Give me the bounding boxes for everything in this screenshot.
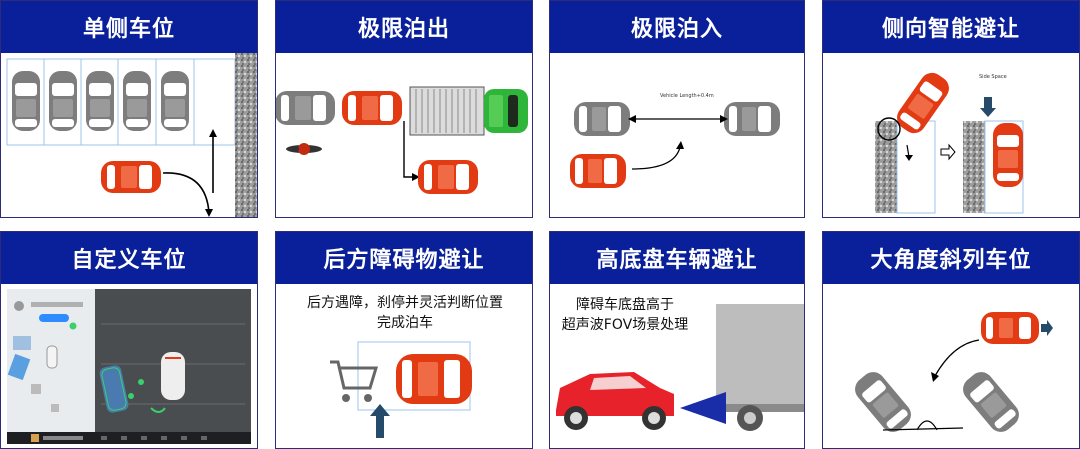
card-illustration: Side Space [823,53,1079,217]
rear-obstacle-diagram [330,341,472,438]
card-illustration [276,53,532,217]
card-illustration: Vehicle Length+0.4m [550,53,804,217]
caption-line-1: 后方遇障，刹停并灵活判断位置 [307,295,503,311]
card-illustration [823,284,1079,448]
card-title: 单侧车位 [1,1,257,53]
card-illustration [1,53,257,217]
single-side-diagram [6,53,257,217]
card-large-angle-oblique-space: 大角度斜列车位 [822,231,1080,449]
caption-line-2: 超声波FOV场景处理 [561,317,689,333]
card-single-side-space: 单侧车位 [0,0,258,218]
card-title: 极限泊入 [550,1,804,53]
high-chassis-diagram [556,304,804,431]
card-custom-space: 自定义车位 [0,231,258,449]
park-out-diagram [276,86,528,194]
side-space-note: Side Space [979,74,1007,80]
card-extreme-park-out: 极限泊出 [275,0,533,218]
length-note: Vehicle Length+0.4m [660,93,714,99]
card-title: 侧向智能避让 [823,1,1079,53]
card-illustration: 后方遇障，刹停并灵活判断位置 完成泊车 [276,284,532,448]
card-illustration: 障碍车底盘高于 超声波FOV场景处理 [550,284,804,448]
park-in-diagram [570,102,780,188]
oblique-space-diagram [850,312,1053,437]
card-side-smart-avoidance: 侧向智能避让 Side Space [822,0,1080,218]
card-title: 大角度斜列车位 [823,232,1079,284]
card-rear-obstacle-avoidance: 后方障碍物避让 后方遇障，刹停并灵活判断位置 完成泊车 [275,231,533,449]
custom-space-screen [7,289,251,444]
card-title: 后方障碍物避让 [276,232,532,284]
card-extreme-park-in: 极限泊入 Vehicle Length+0.4m [549,0,805,218]
card-title: 极限泊出 [276,1,532,53]
caption-line-1: 障碍车底盘高于 [576,297,674,313]
card-title: 高底盘车辆避让 [550,232,804,284]
card-title: 自定义车位 [1,232,257,284]
caption-line-2: 完成泊车 [377,315,433,331]
card-high-chassis-avoidance: 高底盘车辆避让 障碍车底盘高于 超声波FOV场景处理 [549,231,805,449]
card-illustration [1,284,257,448]
side-avoid-diagram [875,68,1024,214]
